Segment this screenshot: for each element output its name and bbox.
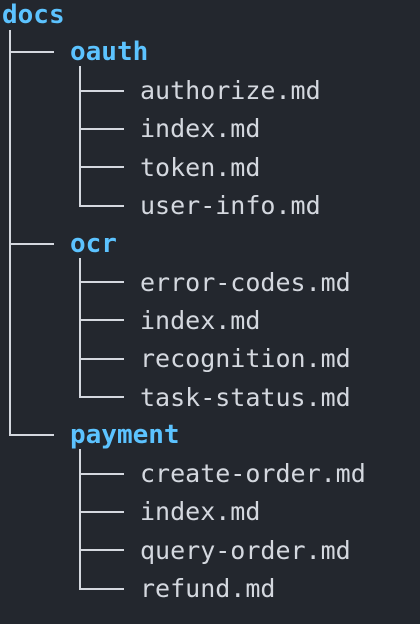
file-branch-line bbox=[79, 357, 124, 360]
file-branch-line bbox=[79, 549, 124, 552]
file-label[interactable]: error-codes.md bbox=[140, 267, 351, 297]
file-label[interactable]: index.md bbox=[140, 305, 261, 335]
folder-label-oauth[interactable]: oauth bbox=[70, 37, 149, 68]
folder-branch-line bbox=[9, 242, 54, 245]
file-branch-line bbox=[79, 587, 124, 590]
file-branch-line bbox=[79, 166, 124, 169]
file-label[interactable]: index.md bbox=[140, 497, 261, 527]
file-branch-line bbox=[79, 127, 124, 130]
folder-label-ocr[interactable]: ocr bbox=[70, 228, 117, 259]
folder-trunk-line bbox=[79, 449, 81, 590]
root-trunk-line bbox=[9, 30, 11, 437]
file-branch-line bbox=[79, 396, 124, 398]
folder-branch-line bbox=[9, 51, 54, 54]
file-branch-line bbox=[79, 319, 124, 322]
file-branch-line bbox=[79, 204, 124, 207]
file-branch-line bbox=[79, 472, 124, 475]
folder-trunk-line bbox=[79, 66, 81, 207]
file-label[interactable]: token.md bbox=[140, 152, 261, 182]
file-label[interactable]: user-info.md bbox=[140, 191, 321, 220]
file-label[interactable]: refund.md bbox=[140, 574, 276, 603]
file-label[interactable]: recognition.md bbox=[140, 344, 351, 374]
file-label[interactable]: index.md bbox=[140, 114, 261, 144]
file-label[interactable]: task-status.md bbox=[140, 382, 351, 412]
file-branch-line bbox=[79, 89, 124, 92]
file-branch-line bbox=[79, 281, 124, 284]
folder-trunk-line bbox=[79, 257, 81, 398]
folder-label-payment[interactable]: payment bbox=[70, 420, 180, 451]
file-label[interactable]: create-order.md bbox=[140, 459, 366, 489]
root-folder-label[interactable]: docs bbox=[2, 0, 65, 30]
file-label[interactable]: query-order.md bbox=[140, 535, 351, 565]
folder-branch-line bbox=[9, 434, 54, 437]
file-label[interactable]: authorize.md bbox=[140, 76, 321, 106]
file-branch-line bbox=[79, 510, 124, 513]
